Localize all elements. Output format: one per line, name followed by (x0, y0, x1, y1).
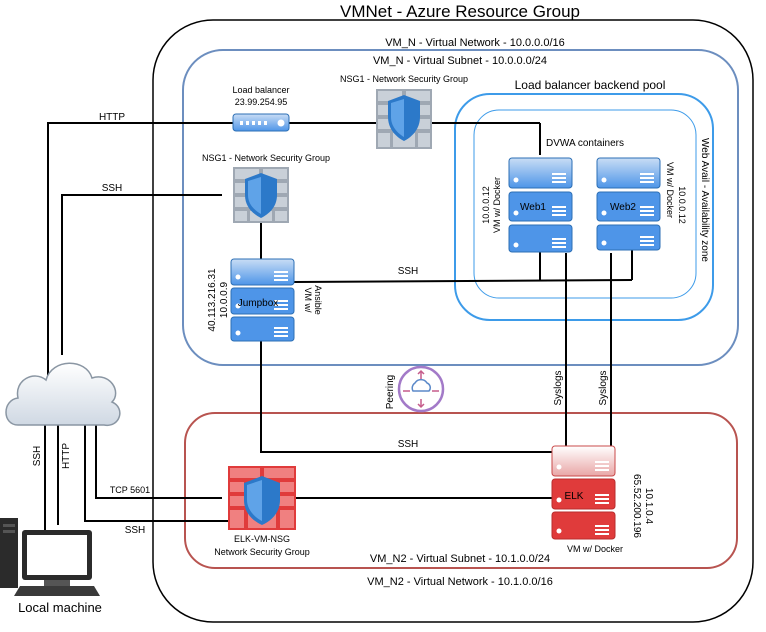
load-balancer-icon (232, 113, 290, 132)
jumpbox-role-line1: VM w/ (303, 287, 313, 313)
server-icon (551, 445, 616, 540)
server-icon (230, 258, 295, 342)
syslogs-label-2: Syslogs (598, 370, 609, 405)
elk-public-ip: 65.52.200.196 (631, 474, 642, 538)
firewall-shield-icon (376, 89, 432, 149)
web1-server[interactable]: Web1 10.0.0.12 VM w/ Docker (481, 157, 573, 253)
server-icon (508, 157, 573, 253)
resource-group-title: VMNet - Azure Resource Group (340, 2, 580, 21)
vnet2-subnet-title: VM_N2 - Virtual Subnet - 10.1.0.0/24 (370, 553, 550, 565)
elk-role: VM w/ Docker (567, 544, 623, 554)
syslogs-label-1: Syslogs (553, 370, 564, 405)
web2-ip: 10.0.0.12 (677, 186, 687, 224)
availability-zone-box (473, 109, 697, 299)
web2-server[interactable]: Web2 VM w/ Docker 10.0.0.12 (596, 157, 687, 251)
resource-group-box (152, 19, 754, 623)
jumpbox-server[interactable]: Jumpbox 40.113.216.31 10.0.0.9 VM w/ Ans… (207, 258, 323, 342)
backend-pool-box (454, 93, 714, 321)
nsg1-top-label: NSG1 - Network Security Group (340, 74, 468, 84)
server-icon (596, 157, 661, 251)
load-balancer[interactable]: Load balancer 23.99.254.95 (232, 85, 290, 132)
firewall-shield-icon (233, 167, 289, 223)
ssh-local-label: SSH (32, 446, 43, 467)
vnet2-subnet-box (184, 412, 738, 569)
nsg1-left[interactable]: NSG1 - Network Security Group (202, 153, 330, 223)
local-machine[interactable]: Local machine (0, 518, 102, 615)
peering-label: Peering (385, 375, 396, 409)
firewall-shield-icon (228, 466, 296, 530)
ssh-label: SSH (102, 183, 123, 194)
http-label: HTTP (99, 112, 125, 123)
nsg1-top[interactable]: NSG1 - Network Security Group (340, 74, 468, 149)
peering: Peering (385, 365, 445, 413)
connection-lines (44, 122, 633, 530)
nsg1-left-label: NSG1 - Network Security Group (202, 153, 330, 163)
jumpbox-private-ip: 10.0.0.9 (219, 281, 230, 318)
vnet1-subnet-title: VM_N - Virtual Subnet - 10.0.0.0/24 (373, 55, 547, 67)
ssh-jumpbox-web-label: SSH (398, 266, 419, 277)
vnet1-subnet-box (182, 49, 739, 366)
elk-private-ip: 10.1.0.4 (643, 488, 654, 525)
elk-nsg[interactable]: ELK-VM-NSG Network Security Group (214, 466, 310, 557)
elk-nsg-label: Network Security Group (214, 547, 310, 557)
elk-nsg-name: ELK-VM-NSG (234, 534, 290, 544)
vnet1-title: VM_N - Virtual Network - 10.0.0.0/16 (385, 37, 565, 49)
ssh-jumpbox-elk-label: SSH (398, 439, 419, 450)
web2-name: Web2 (610, 202, 636, 213)
load-balancer-name: Load balancer (232, 85, 289, 95)
computer-icon (0, 518, 100, 596)
local-machine-label: Local machine (18, 600, 102, 615)
web2-role: VM w/ Docker (665, 162, 675, 218)
jumpbox-role-line2: Ansible (313, 285, 323, 315)
jumpbox-name: Jumpbox (238, 298, 279, 309)
vnet2-title: VM_N2 - Virtual Network - 10.1.0.0/16 (367, 576, 553, 588)
availability-zone-label: Web Avail - Availability zone (699, 138, 710, 262)
elk-server[interactable]: ELK 65.52.200.196 10.1.0.4 VM w/ Docker (551, 445, 654, 554)
elk-name: ELK (565, 491, 584, 502)
web1-ip: 10.0.0.12 (481, 186, 491, 224)
cloud-icon (5, 362, 121, 426)
load-balancer-ip: 23.99.254.95 (235, 97, 288, 107)
ssh-elk-label: SSH (125, 525, 146, 536)
backend-pool-title: Load balancer backend pool (515, 78, 666, 92)
peering-icon (397, 365, 445, 413)
web1-role: VM w/ Docker (492, 177, 502, 233)
web1-name: Web1 (520, 202, 546, 213)
jumpbox-public-ip: 40.113.216.31 (207, 268, 218, 332)
tcp-label: TCP 5601 (110, 485, 150, 495)
dvwa-containers-label: DVWA containers (546, 138, 624, 149)
http-local-label: HTTP (61, 443, 72, 469)
